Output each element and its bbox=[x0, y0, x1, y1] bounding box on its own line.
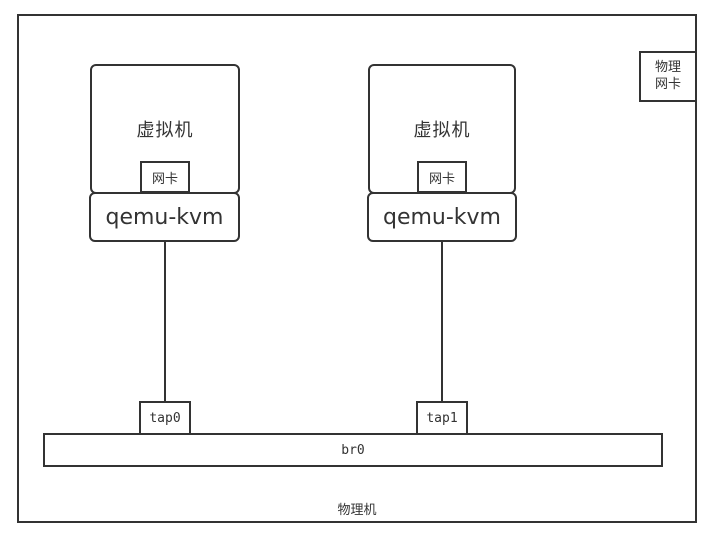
br0-label: br0 bbox=[341, 442, 365, 458]
host-label: 物理机 bbox=[337, 503, 377, 518]
tap1-label: tap1 bbox=[426, 410, 458, 426]
physical-nic-box: 物理 网卡 bbox=[639, 51, 697, 102]
vm-nic-label-1: 网卡 bbox=[151, 171, 178, 187]
qemu-kvm-box-2: qemu-kvm bbox=[367, 192, 517, 242]
vm-nic-box-1: 网卡 bbox=[140, 161, 190, 193]
vm-label-2: 虚拟机 bbox=[413, 120, 471, 141]
connector-line-tap1 bbox=[441, 242, 443, 402]
physical-host-box bbox=[17, 14, 697, 523]
vm-nic-label-2: 网卡 bbox=[428, 171, 455, 187]
physical-nic-label-line1: 物理 bbox=[654, 60, 681, 76]
connector-line-tap0 bbox=[164, 242, 166, 402]
qemu-kvm-box-1: qemu-kvm bbox=[89, 192, 240, 242]
qemu-kvm-label-1: qemu-kvm bbox=[105, 204, 224, 230]
tap1-box: tap1 bbox=[416, 401, 468, 435]
physical-nic-label-line2: 网卡 bbox=[654, 76, 681, 92]
vm-label-1: 虚拟机 bbox=[136, 120, 194, 141]
tap0-box: tap0 bbox=[139, 401, 191, 435]
qemu-kvm-label-2: qemu-kvm bbox=[382, 204, 501, 230]
tap0-label: tap0 bbox=[149, 410, 181, 426]
br0-bridge-bar: br0 bbox=[43, 433, 663, 467]
vm-nic-box-2: 网卡 bbox=[417, 161, 467, 193]
